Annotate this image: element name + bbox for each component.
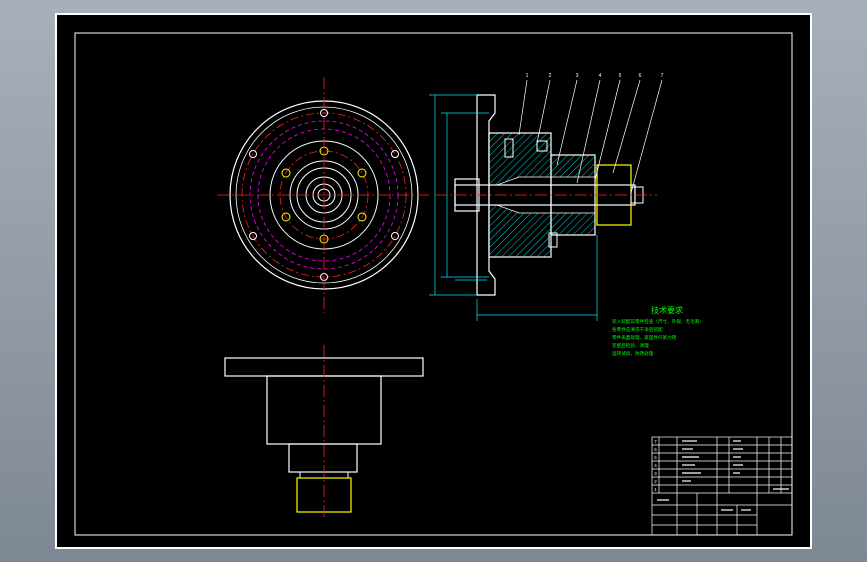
flange-body xyxy=(476,94,496,296)
balloon-label: 5 xyxy=(619,73,622,79)
balloon-label: 7 xyxy=(661,73,664,79)
title-block-row-number: 2 xyxy=(654,479,657,484)
screw-top-2 xyxy=(536,140,548,152)
leader-lines xyxy=(518,79,663,194)
dimensions xyxy=(429,94,598,321)
balloon-label: 1 xyxy=(526,73,529,79)
side-view xyxy=(224,345,424,520)
title-block-row-number: 1 xyxy=(654,487,657,492)
title-block-row-number: 6 xyxy=(654,447,657,452)
title-block-row-numbers: 7 6 5 4 3 2 1 xyxy=(654,439,657,492)
flange-bolt-holes xyxy=(249,109,399,281)
balloon-label: 2 xyxy=(549,73,552,79)
balloon-label: 4 xyxy=(599,73,602,79)
drawing-sheet: 1 2 3 4 5 6 7 技术要求 装入装配前零件检查（尺寸、外观、无毛刺） 各零件应清洗… xyxy=(55,13,812,549)
title-block-row-number: 7 xyxy=(654,439,657,444)
balloon-label: 6 xyxy=(639,73,642,79)
front-view xyxy=(217,77,432,313)
tech-req-line-2: 各零件应清洗干净后装配 xyxy=(612,326,663,333)
section-view xyxy=(429,79,663,321)
tech-req-title: 技术要求 xyxy=(651,305,683,315)
balloon-labels: 1 2 3 4 5 6 7 xyxy=(526,73,664,79)
tech-req-line-4: 装配后检验、清理 xyxy=(612,342,649,349)
inner-frame xyxy=(74,32,793,536)
tech-req-line-1: 装入装配前零件检查（尺寸、外观、无毛刺） xyxy=(612,318,704,325)
screw-bottom xyxy=(548,232,558,248)
hatched-body-bottom xyxy=(488,204,596,258)
tech-requirements: 技术要求 装入装配前零件检查（尺寸、外观、无毛刺） 各零件应清洗干净后装配 零件… xyxy=(612,305,704,357)
title-block-row-number: 4 xyxy=(654,463,657,468)
tech-req-line-5: 运转试验、防锈处理 xyxy=(612,350,654,357)
tech-req-line-3: 零件表面处理、紧固件拧紧力矩 xyxy=(612,334,677,341)
title-block-row-number: 5 xyxy=(654,455,657,460)
side-boss xyxy=(288,443,358,473)
drawing-canvas[interactable]: 1 2 3 4 5 6 7 技术要求 装入装配前零件检查（尺寸、外观、无毛刺） 各零件应清洗… xyxy=(57,15,814,551)
title-block-row-number: 3 xyxy=(654,471,657,476)
title-block xyxy=(651,436,793,536)
screw-top xyxy=(504,138,514,158)
balloon-label: 3 xyxy=(576,73,579,79)
